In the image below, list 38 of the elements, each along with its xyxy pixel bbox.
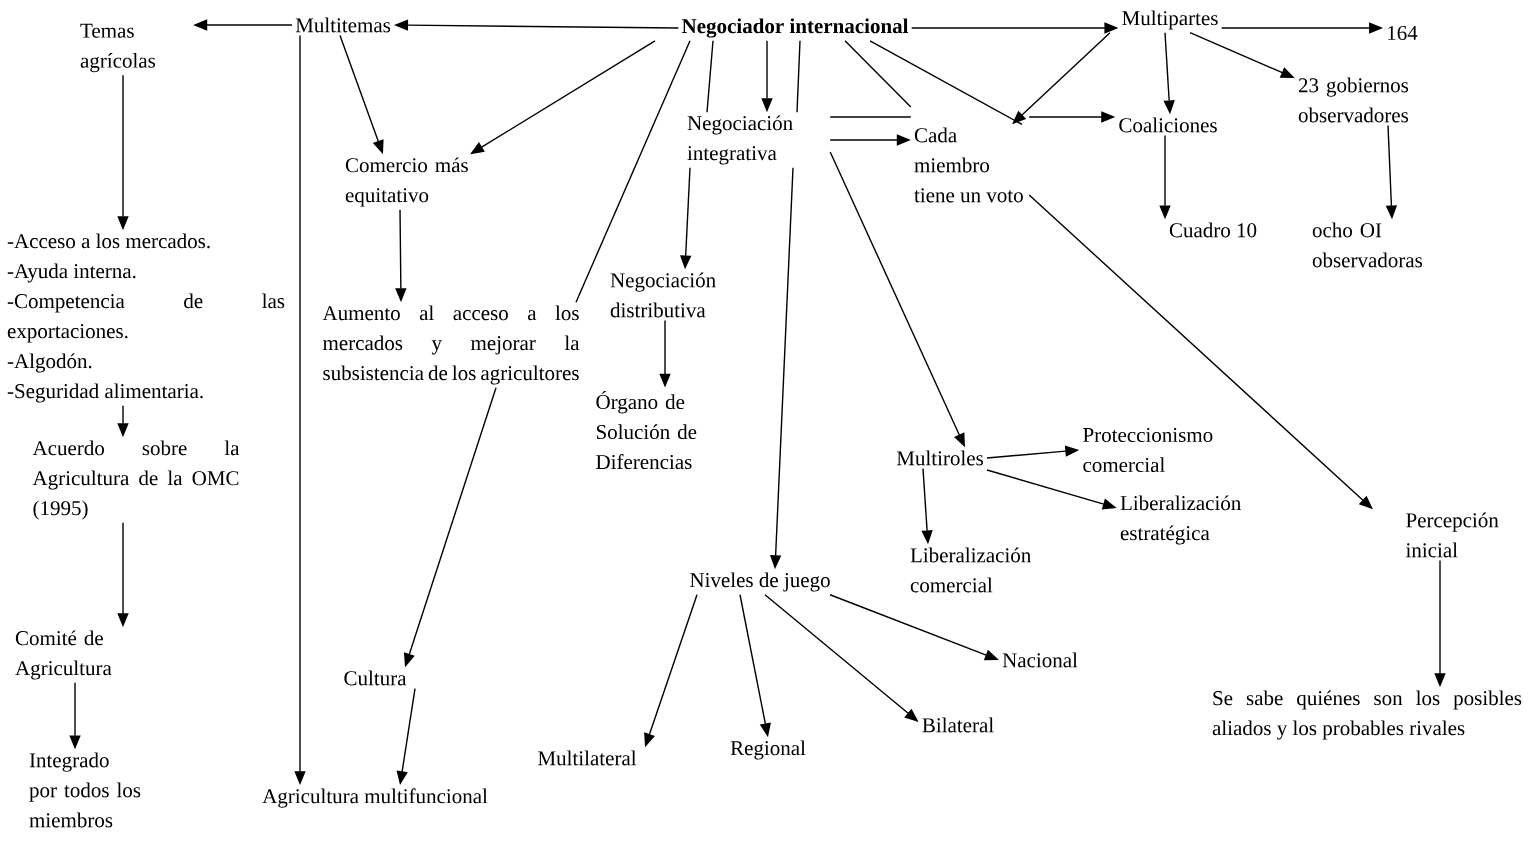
concept-text: Aumento al acceso a los mercados y mejorar la subsistencia de los agricultores — [322, 305, 580, 385]
concept-text: Negociador internacional — [681, 18, 909, 38]
concept-text: 23 gobiernos observadores — [1298, 77, 1409, 123]
connector-line — [829, 116, 912, 118]
connector-line — [706, 40, 714, 113]
concept-text: Cuadro 10 — [1169, 222, 1257, 238]
concept-text: Niveles de juego — [690, 572, 830, 592]
concept-text: 164 — [1388, 25, 1418, 41]
concept-text: ocho OI observadoras — [1312, 222, 1423, 268]
concept-text: Proteccionismo comercial — [1083, 427, 1213, 473]
concept-text: -Acceso a los mercados. -Ayuda interna. -Competencia de las exportaciones. -Algodón. -Seguridad alimentaria. — [7, 233, 285, 403]
concept-text: Comité de Agricultura — [15, 630, 112, 680]
concept-text: Cultura — [344, 670, 407, 686]
concept-text: Se sabe quiénes son los posibles aliados y los probables rivales — [1212, 690, 1522, 740]
connector-line — [575, 40, 691, 303]
concept-text: Percepción inicial — [1405, 512, 1499, 558]
connector-line — [869, 40, 1023, 126]
concept-text: Multipartes — [1122, 10, 1218, 30]
concept-text: Temas agrícolas — [80, 23, 156, 73]
concept-text: Negociación distributiva — [610, 272, 716, 318]
concept-text: Cada miembro tiene un voto — [914, 127, 1023, 203]
concept-text: Multiroles — [896, 450, 983, 466]
concept-text: Nacional — [1002, 652, 1078, 668]
concept-text: Coaliciones — [1119, 117, 1217, 133]
concept-text: Órgano de Solución de Diferencias — [596, 390, 697, 470]
concept-text: Multilateral — [538, 750, 637, 766]
concept-text: Negociación integrativa — [687, 115, 793, 165]
connector-line — [796, 40, 801, 113]
concept-text: Bilateral — [922, 717, 994, 733]
concept-text: Acuerdo sobre la Agricultura de la OMC (1995) — [32, 440, 240, 520]
concept-text: Comercio más equitativo — [345, 157, 468, 207]
concept-text: Integrado por todos los miembros — [29, 752, 141, 828]
concept-text: Liberalización comercial — [910, 547, 1031, 593]
concept-text: Agricultura multifuncional — [262, 788, 488, 808]
concept-text: Liberalización estratégica — [1120, 495, 1241, 545]
concept-text: Regional — [730, 740, 806, 760]
concept-text: Multitemas — [295, 17, 391, 33]
connector-line — [844, 40, 912, 108]
